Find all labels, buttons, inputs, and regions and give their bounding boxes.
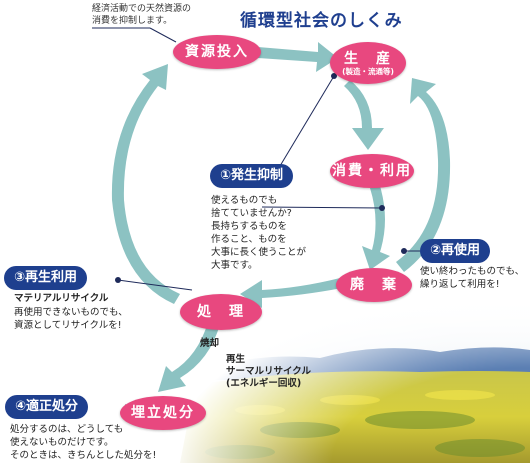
note-line: 再使用できないものでも、 — [14, 307, 128, 318]
badge-reuse: ②再使用 — [420, 239, 491, 263]
node-production: 生 産 (製造・流通等) — [330, 42, 406, 84]
note-recycle: 再使用できないものでも、 資源としてリサイクルを! — [14, 306, 128, 332]
arrow-consumption-to-waste — [362, 186, 390, 270]
node-label: 生 産 — [344, 50, 392, 67]
note-line: 大事に長く使うことが — [211, 247, 307, 258]
arrow-production-to-consumption — [344, 80, 384, 150]
flow-arrows — [111, 42, 451, 392]
node-label: 廃 棄 — [350, 277, 398, 293]
arrow-input-to-production — [258, 42, 338, 72]
badge-reduce: ①発生抑制 — [210, 164, 294, 188]
note-line: 作ること、ものを — [211, 234, 287, 245]
note-line: 長持ちするものを — [211, 221, 288, 232]
note-line: 使えないものだけです。 — [10, 437, 114, 448]
note-line: 資源としてリサイクルを! — [14, 320, 122, 331]
thermal-line: (エネルギー回収) — [226, 378, 302, 389]
node-waste: 廃 棄 — [336, 268, 412, 302]
note-line: 繰り返して利用を! — [420, 279, 500, 290]
node-label: 資源投入 — [185, 44, 249, 60]
node-treatment: 処 理 — [180, 294, 262, 330]
arrow-recycle-loop — [111, 64, 180, 304]
note-line: 使い終わったものでも、 — [420, 266, 525, 277]
arrow-treatment-to-landfill — [158, 322, 220, 392]
top-note-line: 経済活動での天然資源の — [92, 4, 192, 14]
note-disposal: 処分するのは、どうしても 使えないものだけです。 そのときは、きちんとした処分を… — [10, 423, 156, 462]
landscape-background — [170, 290, 530, 463]
top-note: 経済活動での天然資源の 消費を抑制します。 — [92, 3, 191, 27]
node-resource-input: 資源投入 — [173, 35, 261, 69]
note-line: 使えるものでも — [211, 195, 278, 206]
recycle-heading: マテリアルリサイクル — [14, 293, 109, 304]
note-reuse: 使い終わったものでも、 繰り返して利用を! — [420, 265, 524, 291]
note-reduce: 使えるものでも 捨てていませんか? 長持ちするものを 作ること、ものを 大事に長… — [211, 194, 306, 272]
node-label: 処 理 — [197, 304, 245, 320]
note-line: 捨てていませんか? — [211, 208, 292, 219]
label-thermal: 再生 サーマルリサイクル (エネルギー回収) — [226, 354, 311, 390]
page-title: 循環型社会のしくみ — [240, 11, 403, 31]
node-label: 埋立処分 — [131, 405, 195, 421]
node-label: 消費・利用 — [332, 163, 412, 179]
arrow-reuse-loop — [396, 78, 451, 272]
thermal-line: 再生 — [226, 354, 246, 365]
note-line: 処分するのは、どうしても — [10, 424, 124, 435]
note-line: そのときは、きちんとした処分を! — [10, 450, 157, 461]
top-note-line: 消費を抑制します。 — [92, 16, 173, 26]
node-sublabel: (製造・流通等) — [342, 66, 394, 76]
node-landfill: 埋立処分 — [120, 396, 206, 430]
thermal-line: サーマルリサイクル — [226, 366, 312, 377]
node-consumption: 消費・利用 — [330, 154, 414, 188]
badge-disposal: ④適正処分 — [5, 395, 89, 419]
arrow-waste-to-treatment — [240, 278, 342, 308]
note-line: 大事です。 — [211, 260, 258, 271]
label-incineration: 焼却 — [200, 338, 220, 349]
badge-recycle: ③再生利用 — [4, 266, 88, 290]
